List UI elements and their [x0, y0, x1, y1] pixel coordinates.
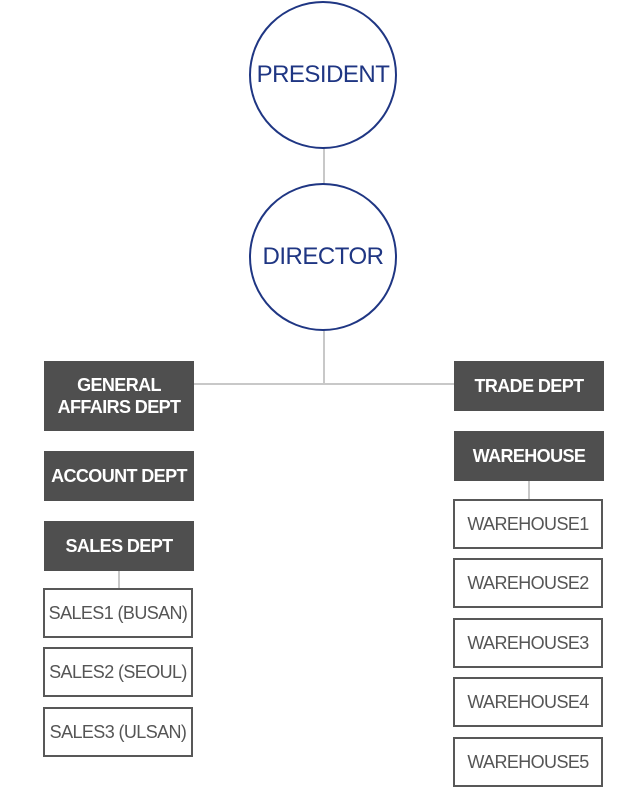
connector-horizontal-branch — [193, 383, 455, 385]
connector-president-director — [323, 148, 325, 184]
sales-unit-label: SALES3 (ULSAN) — [49, 721, 187, 742]
president-label: PRESIDENT — [256, 61, 390, 88]
sales-dept-box: SALES DEPT — [44, 521, 194, 571]
sales-dept-label: SALES DEPT — [65, 536, 173, 556]
warehouse-unit-label: WAREHOUSE2 — [467, 572, 589, 593]
connector-warehouse-units — [528, 480, 530, 501]
warehouse-unit-label: WAREHOUSE4 — [467, 691, 589, 712]
sales-unit-label: SALES1 (BUSAN) — [48, 602, 188, 623]
warehouse-unit-box: WAREHOUSE5 — [453, 737, 603, 787]
sales-unit-box: SALES2 (SEOUL) — [43, 647, 193, 697]
general-affairs-dept-label: GENERAL AFFAIRS DEPT — [57, 375, 181, 417]
president-node: PRESIDENT — [249, 1, 397, 149]
warehouse-unit-label: WAREHOUSE3 — [467, 632, 589, 653]
director-label: DIRECTOR — [262, 243, 384, 270]
connector-director-branch — [323, 329, 325, 385]
warehouse-unit-label: WAREHOUSE1 — [467, 513, 589, 534]
warehouse-unit-box: WAREHOUSE2 — [453, 558, 603, 608]
trade-dept-label: TRADE DEPT — [474, 376, 584, 396]
sales-unit-box: SALES3 (ULSAN) — [43, 707, 193, 757]
warehouse-unit-box: WAREHOUSE3 — [453, 618, 603, 668]
warehouse-dept-label: WAREHOUSE — [472, 446, 586, 466]
account-dept-box: ACCOUNT DEPT — [44, 451, 194, 501]
warehouse-unit-box: WAREHOUSE1 — [453, 499, 603, 549]
connector-sales-units — [118, 570, 120, 590]
warehouse-unit-box: WAREHOUSE4 — [453, 677, 603, 727]
general-affairs-dept-box: GENERAL AFFAIRS DEPT — [44, 361, 194, 431]
warehouse-unit-label: WAREHOUSE5 — [467, 751, 589, 772]
warehouse-dept-box: WAREHOUSE — [454, 431, 604, 481]
director-node: DIRECTOR — [249, 183, 397, 331]
sales-unit-box: SALES1 (BUSAN) — [43, 588, 193, 638]
sales-unit-label: SALES2 (SEOUL) — [49, 661, 187, 682]
trade-dept-box: TRADE DEPT — [454, 361, 604, 411]
account-dept-label: ACCOUNT DEPT — [51, 466, 187, 486]
